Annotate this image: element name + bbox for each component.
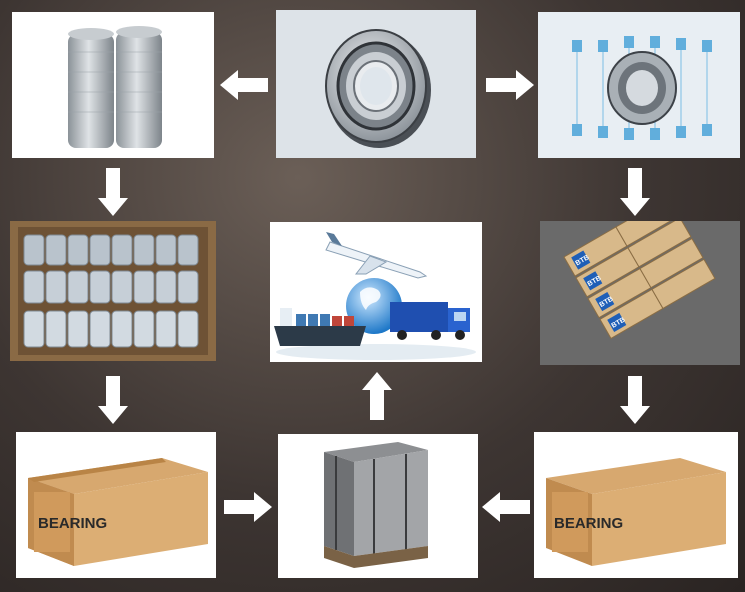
arrow-right-icon <box>222 492 272 522</box>
carton-left-image: BEARING <box>28 458 208 566</box>
panel-bagged-bearing <box>538 12 740 158</box>
carton-right-image: BEARING <box>546 458 726 566</box>
carton-label: BEARING <box>38 515 107 532</box>
panel-pallet <box>278 434 478 578</box>
panel-bearings-in-carton <box>10 221 216 361</box>
panel-carton-left: BEARING <box>16 432 216 578</box>
branded-boxes-image: BTB BTB BTB BTB <box>540 221 740 365</box>
arrow-down-icon <box>620 374 650 424</box>
carton-label: BEARING <box>554 515 623 532</box>
bagged-bearing-image <box>572 36 712 140</box>
panel-carton-right: BEARING <box>534 432 738 578</box>
panel-shipping-logistics <box>270 222 482 362</box>
arrow-down-icon <box>98 374 128 424</box>
bearing-image <box>325 29 431 148</box>
arrow-up-icon <box>362 372 392 422</box>
stacked-bearings-image <box>68 26 162 148</box>
pallet-image <box>324 442 428 568</box>
arrow-left-icon <box>482 492 532 522</box>
arrow-down-icon <box>98 166 128 216</box>
panel-stacked-bearings <box>12 12 214 158</box>
arrow-right-icon <box>484 70 534 100</box>
shipping-logistics-image <box>274 232 476 360</box>
bearings-in-carton-image <box>18 227 208 355</box>
arrow-down-icon <box>620 166 650 216</box>
arrow-left-icon <box>220 70 270 100</box>
panel-bearing-product <box>276 10 476 158</box>
panel-branded-boxes: BTB BTB BTB BTB <box>540 221 740 365</box>
